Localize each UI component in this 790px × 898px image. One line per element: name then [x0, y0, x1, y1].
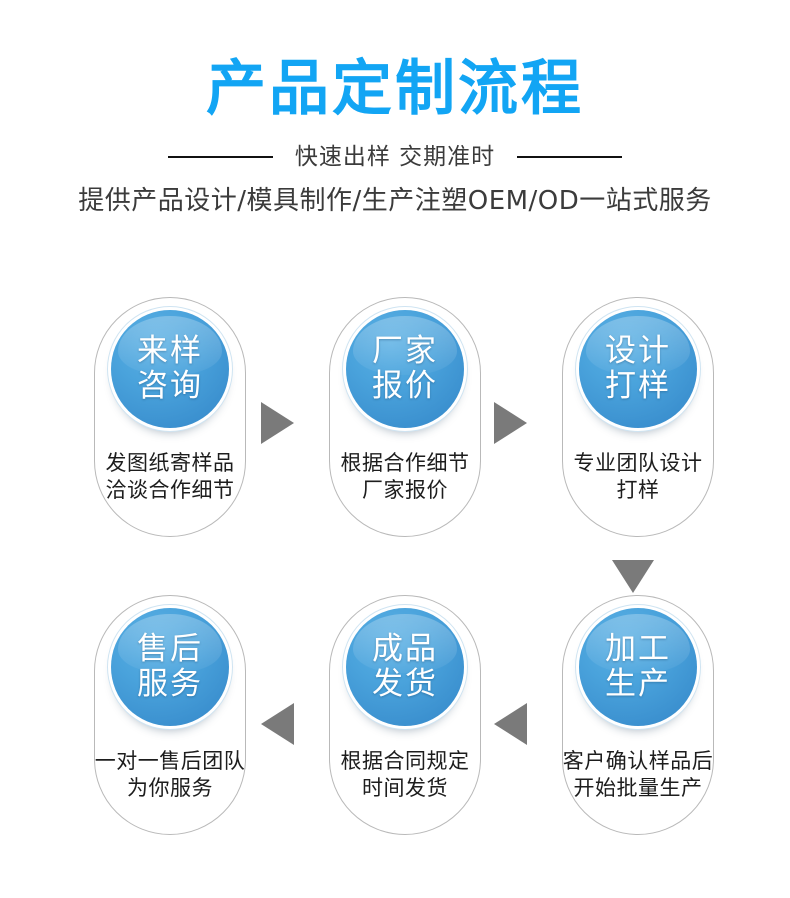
bubble-label-line2: 报价 — [372, 368, 438, 404]
page-tagline: 提供产品设计/模具制作/生产注塑OEM/OD一站式服务 — [78, 186, 712, 216]
bubble-label-line1: 厂家 — [372, 333, 438, 369]
bubble-label-line2: 打样 — [605, 368, 671, 404]
page-subtitle: 快速出样 交期准时 — [294, 144, 496, 170]
page-header: 产品定制流程 快速出样 交期准时 提供产品设计/模具制作/生产注塑OEM/OD一… — [0, 0, 790, 217]
caption-line2: 厂家报价 — [362, 478, 448, 502]
flow-step-bubble-4: 加工 生产 — [579, 608, 697, 726]
caption-line1: 根据合同规定 — [340, 749, 470, 773]
flow-step-bubble-1: 来样 咨询 — [111, 310, 229, 428]
flow-step-caption-6: 一对一售后团队 为你服务 — [83, 748, 257, 802]
flow-step-bubble-6: 售后 服务 — [111, 608, 229, 726]
flow-step-caption-1: 发图纸寄样品 洽谈合作细节 — [83, 450, 257, 504]
flow-step-card-3[interactable]: 设计 打样 专业团队设计 打样 — [562, 297, 714, 537]
bubble-label-line2: 生产 — [605, 666, 671, 702]
bubble-label-line2: 咨询 — [137, 368, 203, 404]
arrow-down-icon — [612, 560, 654, 593]
flow-step-card-2[interactable]: 厂家 报价 根据合作细节 厂家报价 — [329, 297, 481, 537]
flow-step-bubble-2: 厂家 报价 — [346, 310, 464, 428]
bubble-label-line2: 发货 — [372, 666, 438, 702]
divider-right — [517, 156, 623, 158]
bubble-label-line1: 售后 — [137, 631, 203, 667]
flow-step-card-4[interactable]: 加工 生产 客户确认样品后 开始批量生产 — [562, 595, 714, 835]
arrow-left-icon — [261, 703, 294, 745]
caption-line2: 时间发货 — [362, 776, 448, 800]
flow-step-bubble-3: 设计 打样 — [579, 310, 697, 428]
caption-line1: 客户确认样品后 — [562, 749, 714, 773]
caption-line2: 洽谈合作细节 — [105, 478, 235, 502]
process-flow-diagram: 来样 咨询 发图纸寄样品 洽谈合作细节 厂家 报价 根据合作细节 厂家报价 设计… — [0, 290, 790, 890]
bubble-label-line1: 设计 — [605, 333, 671, 369]
page-title: 产品定制流程 — [206, 54, 584, 124]
flow-row-top: 来样 咨询 发图纸寄样品 洽谈合作细节 厂家 报价 根据合作细节 厂家报价 设计… — [0, 297, 790, 593]
caption-line2: 打样 — [616, 478, 660, 502]
flow-step-card-6[interactable]: 售后 服务 一对一售后团队 为你服务 — [94, 595, 246, 835]
caption-line1: 一对一售后团队 — [94, 749, 246, 773]
flow-step-caption-2: 根据合作细节 厂家报价 — [318, 450, 492, 504]
flow-step-caption-3: 专业团队设计 打样 — [551, 450, 725, 504]
caption-line1: 发图纸寄样品 — [105, 451, 235, 475]
flow-step-bubble-5: 成品 发货 — [346, 608, 464, 726]
bubble-label-line1: 加工 — [605, 631, 671, 667]
flow-step-caption-4: 客户确认样品后 开始批量生产 — [551, 748, 725, 802]
bubble-label-line2: 服务 — [137, 666, 203, 702]
caption-line2: 为你服务 — [127, 776, 213, 800]
flow-step-caption-5: 根据合同规定 时间发货 — [318, 748, 492, 802]
flow-step-card-5[interactable]: 成品 发货 根据合同规定 时间发货 — [329, 595, 481, 835]
caption-line1: 根据合作细节 — [340, 451, 470, 475]
arrow-right-icon — [261, 402, 294, 444]
flow-row-bottom: 售后 服务 一对一售后团队 为你服务 成品 发货 根据合同规定 时间发货 加工 … — [0, 595, 790, 845]
bubble-label-line1: 成品 — [372, 631, 438, 667]
arrow-right-icon — [494, 402, 527, 444]
caption-line2: 开始批量生产 — [573, 776, 703, 800]
flow-step-card-1[interactable]: 来样 咨询 发图纸寄样品 洽谈合作细节 — [94, 297, 246, 537]
caption-line1: 专业团队设计 — [573, 451, 703, 475]
subtitle-row: 快速出样 交期准时 — [0, 143, 790, 171]
arrow-left-icon — [494, 703, 527, 745]
bubble-label-line1: 来样 — [137, 333, 203, 369]
divider-left — [167, 156, 273, 158]
